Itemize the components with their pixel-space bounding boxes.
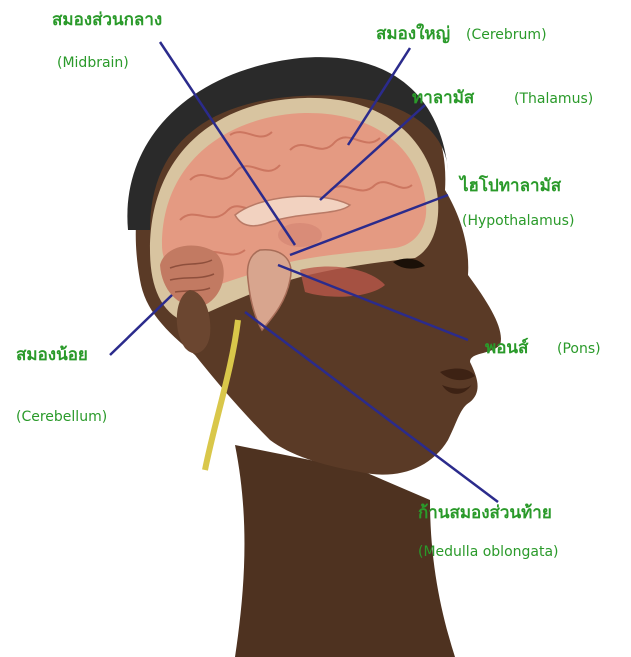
label-medulla-english: (Medulla oblongata)	[418, 545, 559, 559]
label-pons-english: (Pons)	[557, 342, 601, 356]
label-midbrain-thai: สมองส่วนกลาง	[52, 12, 162, 29]
label-hypothalamus-thai: ไฮโปทาลามัส	[460, 178, 561, 195]
label-cerebellum-thai: สมองน้อย	[16, 347, 88, 364]
label-hypothalamus-english: (Hypothalamus)	[462, 214, 574, 228]
label-midbrain-english: (Midbrain)	[57, 56, 129, 70]
thalamus-shape	[278, 223, 322, 247]
label-thalamus-thai: ทาลามัส	[412, 90, 474, 107]
pointer-cerebellum	[110, 295, 172, 355]
label-pons-thai: พอนส์	[485, 340, 528, 357]
label-cerebrum-thai: สมองใหญ่	[376, 26, 450, 43]
label-thalamus-english: (Thalamus)	[514, 92, 593, 106]
label-cerebellum-english: (Cerebellum)	[16, 410, 107, 424]
label-medulla-thai: ก้านสมองส่วนท้าย	[418, 505, 552, 522]
label-cerebrum-english: (Cerebrum)	[466, 28, 547, 42]
